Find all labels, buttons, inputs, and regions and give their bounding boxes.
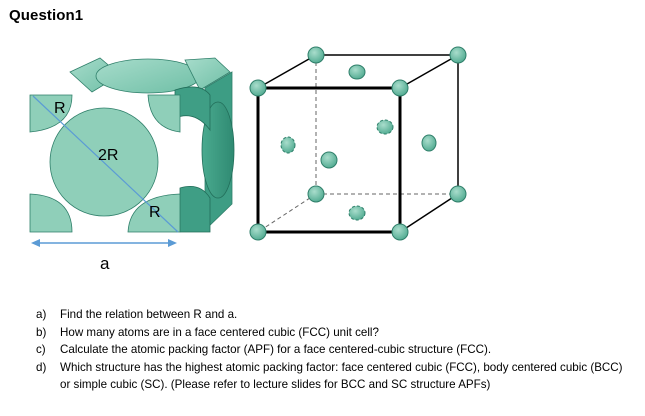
face-center-atom-right <box>421 134 437 152</box>
corner-atom <box>391 79 409 97</box>
face-center-atom-left <box>280 136 296 154</box>
corner-atom <box>249 223 267 241</box>
face-center-atom-top <box>348 64 366 80</box>
question-list: a) Find the relation between R and a. b)… <box>36 306 636 394</box>
question-letter: a) <box>36 308 47 321</box>
label-r-top: R <box>54 100 66 117</box>
question-text: How many atoms are in a face centered cu… <box>60 325 379 339</box>
question-item-a: a) Find the relation between R and a. <box>36 306 636 324</box>
face-diagonal-line <box>32 95 179 233</box>
face-center-atom-back <box>376 119 394 135</box>
right-top-corner-piece <box>174 86 211 132</box>
front-top-right-corner <box>147 94 181 133</box>
face-center-atom-bottom <box>348 205 366 221</box>
question-text: Calculate the atomic packing factor (APF… <box>60 343 492 357</box>
fcc-figure: R 2R R a <box>29 46 467 273</box>
question-text: Which structure has the highest atomic p… <box>60 360 623 392</box>
dimension-arrow <box>31 239 177 247</box>
fcc-wireframe-cube <box>249 46 467 241</box>
question-letter: b) <box>36 325 47 339</box>
right-bottom-corner-piece <box>179 185 211 233</box>
corner-atom <box>449 185 467 203</box>
corner-atom <box>449 46 467 64</box>
question-letter: c) <box>36 343 46 357</box>
question-heading: Question1 <box>9 7 84 24</box>
front-bottom-left-corner <box>29 193 73 233</box>
corner-atom <box>391 223 409 241</box>
corner-atom <box>307 46 325 64</box>
label-2r: 2R <box>98 147 118 164</box>
label-a: a <box>100 254 110 273</box>
top-corner-piece-right <box>184 57 231 91</box>
hard-sphere-model: R 2R R a <box>29 57 235 273</box>
question-item-c: c) Calculate the atomic packing factor (… <box>36 341 636 359</box>
question-item-b: b) How many atoms are in a face centered… <box>36 324 636 342</box>
face-center-atom-front <box>320 151 338 169</box>
question-letter: d) <box>36 360 47 374</box>
corner-atom <box>307 185 325 203</box>
question-item-d: d) Which structure has the highest atomi… <box>36 359 636 394</box>
corner-atom <box>249 79 267 97</box>
label-r-bottom: R <box>149 204 161 221</box>
question-text: Find the relation between R and a. <box>60 308 238 321</box>
